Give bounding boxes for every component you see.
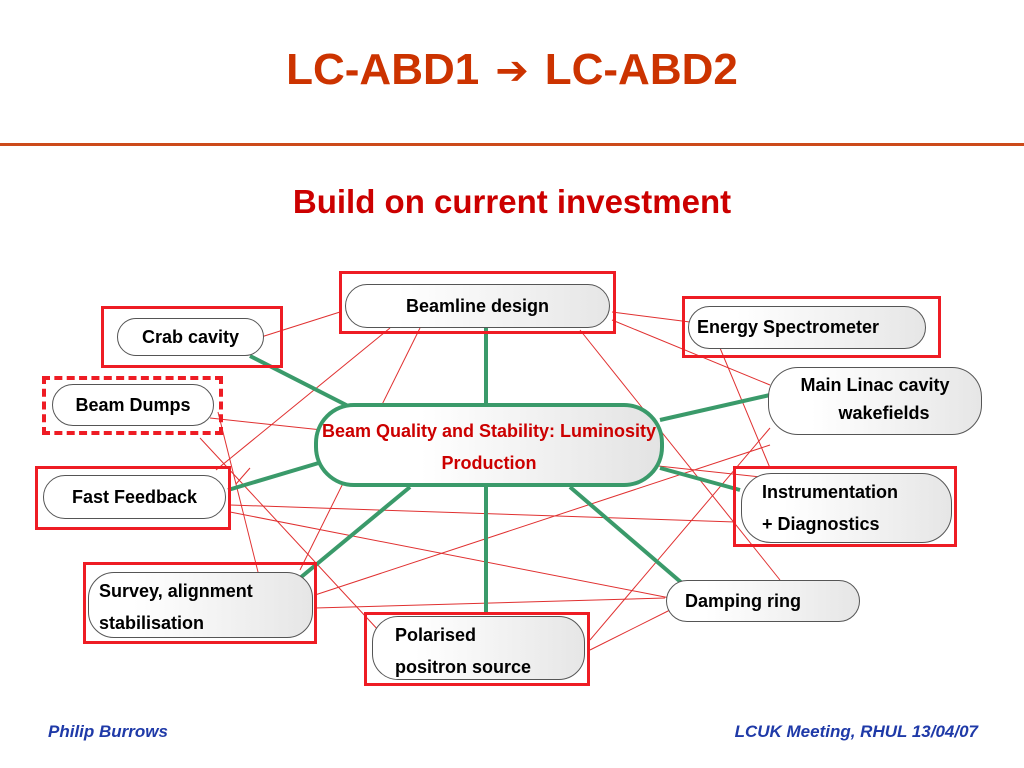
red-link [215,327,391,471]
crab-cavity-label: Crab cavity [141,327,240,347]
survey-line1: Survey, alignment [99,581,253,601]
polarised-line2: positron source [395,657,532,677]
red-link [229,504,736,523]
highlight-crab-cavity [101,306,283,368]
instrumentation-line2: + Diagnostics [762,514,880,534]
node-instrumentation: Instrumentation + Diagnostics [741,473,952,543]
center-line2: Luminosity Production [441,421,657,473]
green-link [298,485,412,580]
slide-title: LC-ABD1 ➔ LC-ABD2 [0,42,1024,99]
red-link [589,609,671,651]
red-link [611,319,771,386]
highlight-beamline [339,271,616,334]
beamline-design-label: Beamline design [405,296,550,316]
main-linac-line2: wakefields [838,403,930,423]
red-link [314,597,666,609]
node-survey-alignment: Survey, alignment stabilisation [88,572,313,638]
title-left: LC-ABD1 [286,45,480,94]
footer-meeting: LCUK Meeting, RHUL 13/04/07 [734,722,978,741]
main-linac-line1: Main Linac cavity [800,375,950,395]
node-crab-cavity: Crab cavity [117,318,264,356]
title-divider [0,143,1024,146]
red-link [314,444,771,596]
highlight-instrumentation [733,466,957,547]
red-link [611,311,691,323]
energy-spectrometer-label: Energy Spectrometer [697,317,880,337]
red-link [229,511,671,599]
red-link [589,427,771,641]
right-arrow-icon: ➔ [495,49,529,93]
instrumentation-line1: Instrumentation [762,482,899,502]
title-right: LC-ABD2 [544,45,738,94]
node-polarised-positron: Polarised positron source [372,616,585,680]
highlight-survey [83,562,317,644]
green-link [659,466,741,492]
node-damping-ring: Damping ring [666,580,860,622]
node-beam-dumps: Beam Dumps [52,384,214,426]
damping-ring-label: Damping ring [685,591,801,611]
slide-subtitle: Build on current investment [292,183,732,220]
red-link [235,467,251,485]
highlight-beam-dumps [42,376,223,435]
red-link [579,329,781,581]
red-link [257,311,341,339]
node-beamline-design: Beamline design [345,284,610,328]
green-link [227,460,323,492]
red-link [719,347,771,469]
node-energy-spectrometer: Energy Spectrometer [688,306,926,349]
highlight-fast-feedback [35,466,231,530]
survey-line2: stabilisation [99,613,205,633]
node-main-linac: Main Linac cavity wakefields [768,367,982,435]
green-link [568,485,692,592]
polarised-line1: Polarised [395,625,477,645]
green-link [659,393,771,422]
beam-dumps-label: Beam Dumps [75,395,191,415]
node-fast-feedback: Fast Feedback [43,475,226,519]
center-node-beam-quality: Beam Quality and Stability: Luminosity P… [314,403,664,487]
center-line1: Beam Quality and Stability: [321,421,556,441]
fast-feedback-label: Fast Feedback [71,487,198,507]
highlight-energy-spectrometer [682,296,941,358]
highlight-polarised [364,612,590,686]
footer-author: Philip Burrows [48,722,168,741]
red-link [217,411,261,581]
